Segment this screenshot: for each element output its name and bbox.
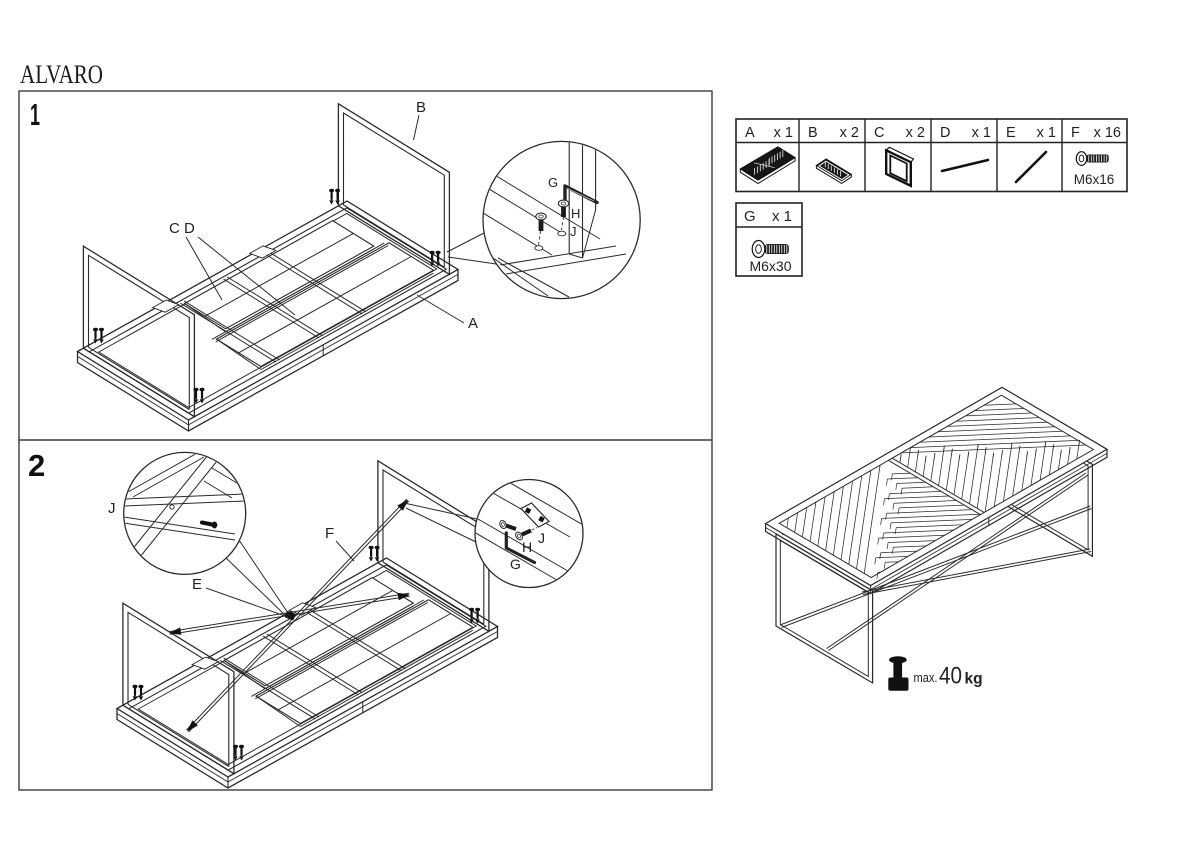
svg-text:ALVARO: ALVARO (20, 60, 103, 89)
svg-text:x 16: x 16 (1094, 125, 1121, 141)
svg-text:J: J (108, 500, 116, 517)
svg-text:H: H (571, 206, 580, 221)
svg-text:1: 1 (30, 97, 40, 132)
svg-text:x 1: x 1 (1037, 125, 1056, 141)
svg-text:2: 2 (28, 448, 45, 483)
svg-text:A: A (468, 315, 478, 332)
svg-text:x 2: x 2 (906, 125, 925, 141)
svg-text:H: H (522, 539, 532, 555)
svg-text:M6x30: M6x30 (749, 258, 791, 274)
svg-text:G: G (744, 208, 756, 225)
svg-text:40: 40 (939, 663, 962, 690)
svg-text:B: B (808, 125, 818, 141)
svg-text:kg: kg (965, 671, 983, 688)
svg-text:F: F (1071, 125, 1080, 141)
svg-text:G: G (548, 175, 558, 190)
svg-text:x 1: x 1 (772, 208, 792, 225)
svg-text:E: E (1006, 125, 1016, 141)
svg-text:C D: C D (169, 220, 195, 237)
svg-text:E: E (192, 576, 202, 593)
svg-text:x 1: x 1 (972, 125, 991, 141)
svg-text:J: J (538, 530, 545, 546)
svg-text:M6x16: M6x16 (1074, 172, 1115, 187)
svg-text:C: C (874, 125, 884, 141)
svg-text:J: J (570, 224, 577, 239)
svg-text:F: F (325, 525, 334, 542)
svg-text:G: G (510, 556, 521, 572)
svg-text:x 2: x 2 (840, 125, 859, 141)
svg-text:D: D (940, 125, 950, 141)
svg-text:x 1: x 1 (774, 125, 793, 141)
svg-text:A: A (745, 125, 755, 141)
svg-text:max.: max. (914, 671, 938, 685)
svg-text:B: B (416, 99, 426, 116)
